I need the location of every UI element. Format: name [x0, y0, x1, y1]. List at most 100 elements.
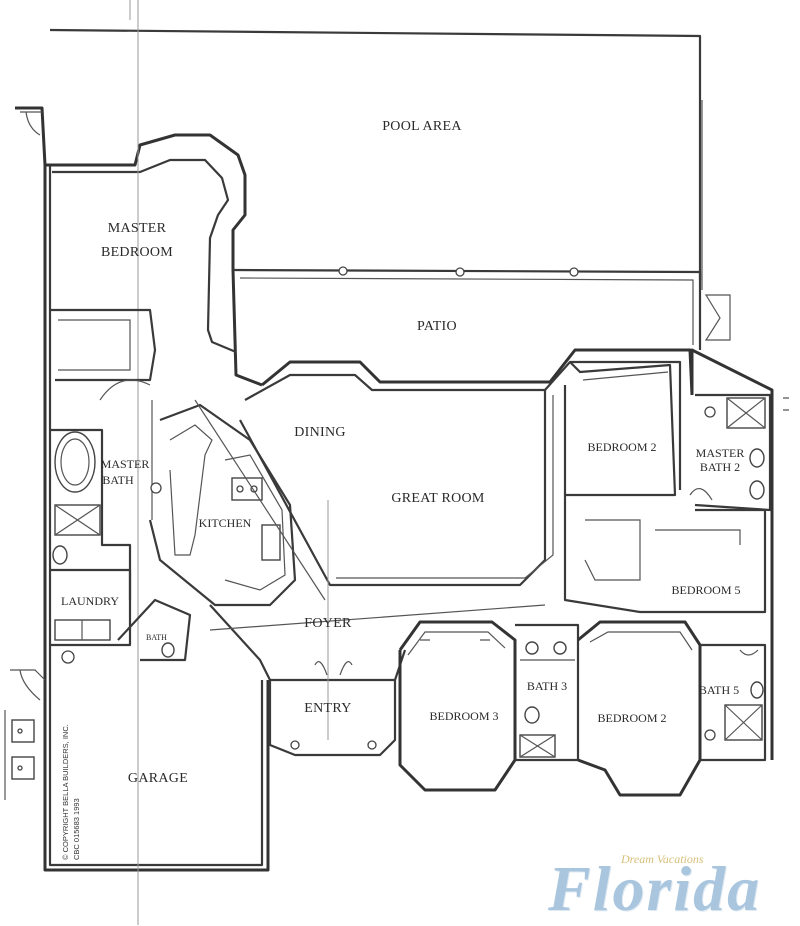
door-swing	[19, 669, 41, 701]
equipment-box	[11, 719, 35, 743]
label-great-room: GREAT ROOM	[391, 491, 485, 506]
label-bath-3: BATH 3	[527, 679, 567, 693]
sink-fixture	[704, 729, 716, 741]
bedroom-5-walls	[563, 495, 767, 614]
toilet-fixture	[749, 480, 765, 500]
burner	[236, 485, 244, 493]
patio-notch	[704, 294, 731, 341]
sink-fixture	[525, 641, 539, 655]
label-bedroom-5: BEDROOM 5	[671, 583, 740, 597]
bedroom-2-upper-inner	[582, 371, 669, 381]
door-swing	[99, 379, 151, 401]
copyright-line-1: © COPYRIGHT BELLA BUILDERS, INC.	[61, 724, 70, 860]
bedroom-2-upper-walls	[563, 361, 677, 497]
shower-diagonal	[54, 504, 101, 536]
label-master-bath-line1: MASTER	[101, 457, 150, 471]
master-bedroom-bay-inner	[52, 158, 237, 354]
label-kitchen: KITCHEN	[199, 516, 252, 530]
toilet-fixture	[750, 681, 764, 699]
label-foyer: FOYER	[304, 616, 352, 631]
garage-side-door	[10, 669, 46, 681]
master-bath-walls	[50, 308, 157, 382]
master-bedroom-bay	[45, 133, 263, 387]
kitchen-walls	[148, 403, 297, 607]
label-bath-5: BATH 5	[699, 683, 739, 697]
sink-fixture	[553, 641, 567, 655]
toilet-fixture	[524, 706, 540, 724]
bath-partition	[50, 428, 132, 600]
entry-porch	[268, 680, 397, 757]
door-swing	[689, 488, 713, 501]
kitchen-counter	[224, 454, 286, 591]
label-master-bedroom-line1: MASTER	[108, 221, 167, 236]
cooktop-fixture	[231, 477, 263, 501]
great-room-lower	[239, 390, 547, 587]
diagonal-wall	[194, 399, 326, 601]
great-room-lower-inner	[336, 395, 554, 579]
bedroom-3-walls	[398, 620, 517, 792]
foyer-line	[209, 604, 546, 631]
patio-top	[232, 268, 702, 350]
equipment-box	[11, 756, 35, 780]
bedroom-5-closet	[584, 519, 641, 581]
bedroom-5-inner	[655, 529, 741, 545]
copyright-line-2: CBC 015683 1993	[72, 798, 81, 860]
column-dot	[290, 740, 300, 750]
master-bath-2-walls	[694, 393, 772, 512]
toilet-fixture	[749, 448, 765, 468]
label-bedroom-2-lower: BEDROOM 2	[597, 711, 666, 725]
label-master-bath-2-line1: MASTER	[696, 446, 745, 460]
florida-logo: Florida	[548, 853, 762, 924]
house-exterior-right	[690, 348, 774, 760]
laundry-walls	[50, 568, 132, 647]
bathtub-inner	[60, 438, 90, 486]
bedroom-3-inner	[407, 631, 506, 656]
label-master-bath-2-line2: BATH 2	[700, 460, 740, 474]
great-room-inner	[244, 360, 682, 490]
label-patio: PATIO	[417, 319, 457, 334]
equipment-mark	[17, 728, 23, 734]
sink-fixture	[704, 406, 716, 418]
sink-fixture	[261, 524, 281, 561]
house-exterior-left	[15, 106, 270, 872]
bath-5-walls	[700, 643, 767, 762]
label-bedroom-3: BEDROOM 3	[429, 709, 498, 723]
column-dot	[338, 266, 348, 276]
label-garage: GARAGE	[128, 771, 188, 786]
copyright-block: © COPYRIGHT BELLA BUILDERS, INC. CBC 015…	[61, 724, 81, 860]
shower-diagonal	[724, 704, 763, 741]
logo-tagline: Dream Vacations	[621, 852, 704, 866]
shower-diagonal	[726, 397, 766, 429]
door-swing	[739, 649, 759, 656]
patio-top-inner	[239, 277, 694, 345]
water-heater	[61, 650, 75, 664]
house-exterior-left-inner	[48, 165, 264, 867]
window-mark	[783, 397, 789, 411]
label-master-bedroom-line2: BEDROOM	[101, 245, 173, 260]
label-entry: ENTRY	[304, 701, 351, 716]
great-room-wall	[261, 348, 694, 396]
sink-fixture	[150, 482, 162, 494]
closet-walls	[58, 319, 131, 371]
kitchen-island	[169, 424, 213, 556]
small-bath-walls	[117, 598, 192, 662]
label-bedroom-2-upper: BEDROOM 2	[587, 440, 656, 454]
shower-diagonal	[519, 734, 556, 758]
bedroom-2-lower-inner	[589, 631, 693, 651]
label-laundry: LAUNDRY	[61, 594, 119, 608]
corner-door-swing	[20, 111, 42, 136]
toilet-fixture	[161, 642, 175, 658]
column-dot	[569, 267, 579, 277]
entry-door-swing	[314, 661, 353, 676]
label-master-bath-line2: BATH	[102, 473, 134, 487]
pool-enclosure-wall	[49, 28, 702, 280]
label-pool-area: POOL AREA	[382, 119, 462, 134]
toilet-fixture	[52, 545, 68, 565]
bath-3-walls	[515, 623, 580, 762]
label-small-bath: BATH	[146, 633, 167, 642]
label-dining: DINING	[294, 425, 346, 440]
equipment-mark	[17, 765, 23, 771]
bedroom-2-lower-walls	[577, 620, 702, 797]
column-dot	[367, 740, 377, 750]
